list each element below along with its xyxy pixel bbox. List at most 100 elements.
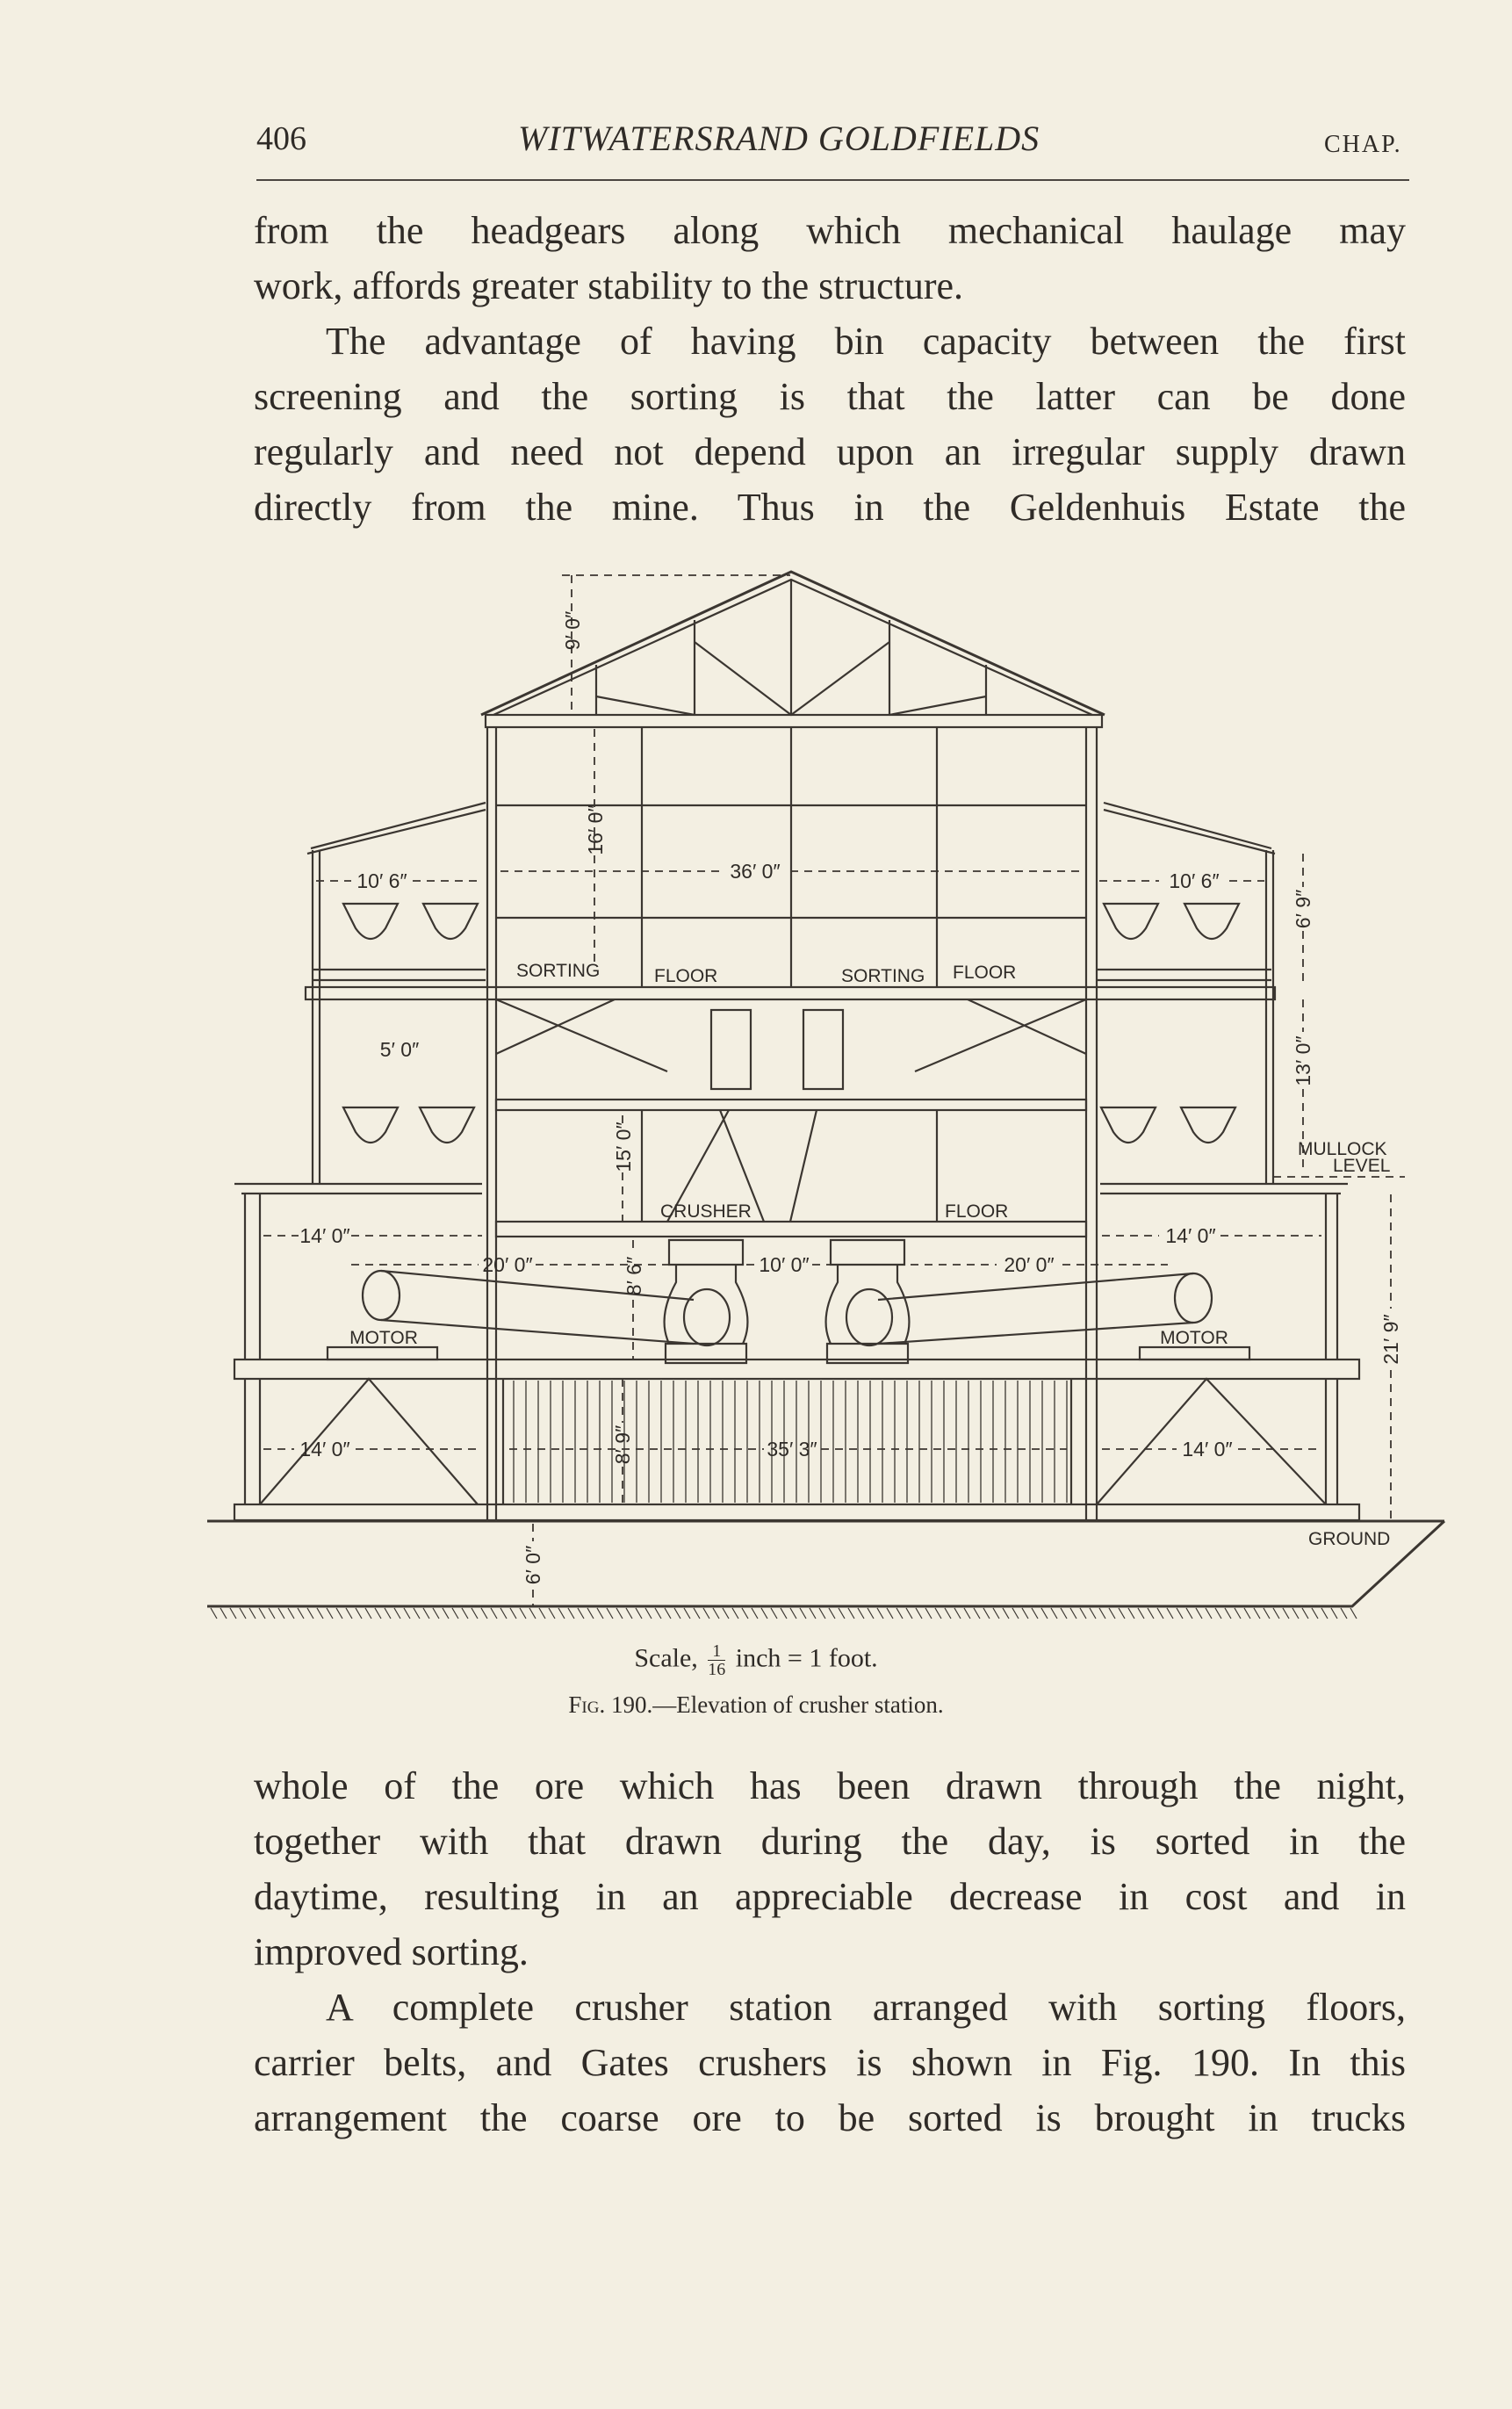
hatch-mark: [548, 1607, 556, 1619]
hatch-mark: [1340, 1607, 1348, 1619]
dim-foundation-depth: 6′ 0″: [522, 1546, 544, 1584]
hatch-mark: [287, 1607, 295, 1619]
hatch-mark: [355, 1607, 363, 1619]
text-line: directly from the mine. Thus in the Geld…: [254, 486, 1406, 529]
label-motor-right: MOTOR: [1160, 1328, 1228, 1348]
hatch-mark: [770, 1607, 778, 1619]
scale-suffix: inch = 1 foot.: [735, 1643, 878, 1673]
hatch-mark: [1147, 1607, 1155, 1619]
scale-denominator: 16: [708, 1660, 726, 1679]
hatch-mark: [306, 1607, 314, 1619]
text-line: regularly and need not depend upon an ir…: [254, 430, 1406, 473]
text-line: carrier belts, and Gates crushers is sho…: [254, 2041, 1406, 2084]
text-line: arrangement the coarse ore to be sorted …: [254, 2096, 1406, 2139]
hatch-mark: [654, 1607, 662, 1619]
label-crusher: CRUSHER: [660, 1201, 752, 1222]
hatch-mark: [1253, 1607, 1261, 1619]
hatch-mark: [577, 1607, 585, 1619]
hatch-mark: [422, 1607, 430, 1619]
dim-base-height: 8′ 9″: [611, 1425, 634, 1464]
hatch-mark: [693, 1607, 701, 1619]
hatch-mark: [702, 1607, 710, 1619]
hatch-mark: [625, 1607, 633, 1619]
hatch-mark: [345, 1607, 353, 1619]
dim-crusher-spacing: 10′ 0″: [759, 1253, 809, 1276]
hatch-mark: [934, 1607, 942, 1619]
hatch-mark: [210, 1607, 218, 1619]
hatch-mark: [1012, 1607, 1019, 1619]
hatch-mark: [1185, 1607, 1193, 1619]
hatch-mark: [983, 1607, 990, 1619]
dim-roof-height: 9′ 0″: [561, 611, 584, 650]
dim-upper-height: 16′ 0″: [584, 804, 607, 855]
hatch-mark: [944, 1607, 952, 1619]
hatch-mark: [818, 1607, 826, 1619]
dim-base-left-width: 14′ 0″: [299, 1438, 349, 1461]
ore-bin: [1179, 1106, 1237, 1144]
hatch-mark: [1195, 1607, 1203, 1619]
hatch-mark: [857, 1607, 865, 1619]
hatch-mark: [1079, 1607, 1087, 1619]
hatch-mark: [1002, 1607, 1010, 1619]
hatch-mark: [1021, 1607, 1029, 1619]
hatch-mark: [297, 1607, 305, 1619]
dim-center-width: 36′ 0″: [730, 860, 780, 883]
ore-bin: [342, 1106, 400, 1144]
text-line: from the headgears along which mechanica…: [254, 209, 1406, 252]
hatch-mark: [673, 1607, 681, 1619]
dim-crusher-height: 8′ 6″: [623, 1257, 645, 1295]
text-line: screening and the sorting is that the la…: [254, 375, 1406, 418]
hatch-mark: [683, 1607, 691, 1619]
hatch-mark: [741, 1607, 749, 1619]
hatch-mark: [538, 1607, 546, 1619]
label-crusher-floor: FLOOR: [945, 1201, 1008, 1222]
hatch-mark: [326, 1607, 334, 1619]
label-ground: GROUND: [1308, 1529, 1390, 1549]
hatch-mark: [963, 1607, 971, 1619]
hatch-mark: [529, 1607, 536, 1619]
hatch-mark: [1108, 1607, 1116, 1619]
hatch-mark: [1350, 1607, 1357, 1619]
hatch-mark: [1040, 1607, 1048, 1619]
hatch-mark: [789, 1607, 797, 1619]
hatch-mark: [1224, 1607, 1232, 1619]
hatch-mark: [867, 1607, 875, 1619]
hatch-mark: [731, 1607, 739, 1619]
hatch-mark: [229, 1607, 237, 1619]
hatch-mark: [567, 1607, 575, 1619]
base-slats: [513, 1381, 1068, 1503]
hatch-mark: [1321, 1607, 1328, 1619]
label-floor-left: FLOOR: [654, 966, 717, 986]
dim-belt-left: 20′ 0″: [482, 1253, 532, 1276]
scale-prefix: Scale,: [634, 1643, 698, 1673]
label-floor-right: FLOOR: [953, 963, 1016, 983]
hatch-mark: [239, 1607, 247, 1619]
hatch-mark: [596, 1607, 604, 1619]
hatch-mark: [780, 1607, 788, 1619]
dim-wing-right-width: 10′ 6″: [1169, 869, 1219, 892]
hatch-mark: [954, 1607, 961, 1619]
figure-number: Fig. 190.: [568, 1691, 653, 1718]
label-mullock: MULLOCK: [1298, 1139, 1387, 1159]
hatch-mark: [1234, 1607, 1242, 1619]
hatch-mark: [1330, 1607, 1338, 1619]
hatch-mark: [1272, 1607, 1280, 1619]
hatch-mark: [277, 1607, 285, 1619]
dim-belt-right: 20′ 0″: [1004, 1253, 1054, 1276]
figure-labels: 9′ 0″ 16′ 0″ 36′ 0″ 10′ 6″ 10′ 6″ 6′ 9″ …: [299, 611, 1402, 1584]
text-line: work, affords greater stability to the s…: [254, 264, 964, 307]
figure-caption: Fig. 190.—Elevation of crusher station.: [0, 1691, 1512, 1719]
ore-bin: [1102, 902, 1160, 941]
hatch-mark: [1282, 1607, 1290, 1619]
dim-mid-height: 15′ 0″: [612, 1122, 635, 1172]
dim-wing-left-width: 10′ 6″: [356, 869, 407, 892]
hatch-mark: [471, 1607, 479, 1619]
label-sorting-right: SORTING: [841, 966, 925, 986]
chapter-label: CHAP.: [1324, 131, 1402, 158]
hatch-mark: [896, 1607, 904, 1619]
hatch-mark: [1214, 1607, 1222, 1619]
hatch-mark: [258, 1607, 266, 1619]
hatch-mark: [722, 1607, 730, 1619]
